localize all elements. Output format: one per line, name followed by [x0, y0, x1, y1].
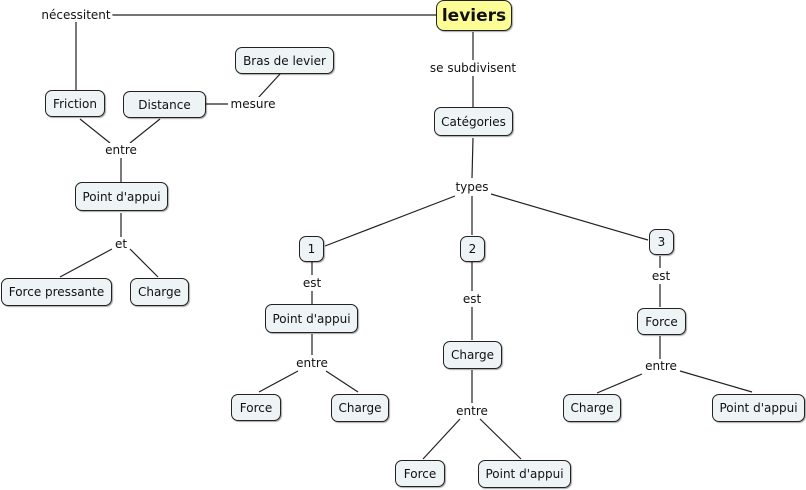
concept-bras-de-levier[interactable]: Bras de levier [235, 47, 334, 74]
link-et: et [112, 237, 130, 251]
concept-type2-point-appui[interactable]: Point d'appui [478, 460, 571, 488]
concept-distance[interactable]: Distance [123, 91, 206, 118]
concept-friction[interactable]: Friction [45, 90, 105, 117]
concept-force-pressante[interactable]: Force pressante [1, 278, 112, 306]
concept-type1-charge[interactable]: Charge [331, 394, 389, 422]
link-est-2: est [460, 292, 484, 306]
link-entre-3: entre [643, 359, 679, 373]
concept-type-3[interactable]: 3 [649, 229, 674, 255]
concept-type1-point-appui[interactable]: Point d'appui [265, 304, 358, 333]
concept-type-2[interactable]: 2 [460, 236, 485, 262]
link-types: types [453, 180, 491, 194]
concept-type2-force[interactable]: Force [395, 460, 445, 487]
concept-type3-point-appui[interactable]: Point d'appui [712, 394, 805, 422]
link-se-subdivisent: se subdivisent [427, 61, 519, 75]
concept-type1-force[interactable]: Force [231, 394, 281, 421]
concept-point-appui[interactable]: Point d'appui [75, 182, 168, 211]
concept-type3-force[interactable]: Force [637, 308, 686, 335]
concept-type3-charge[interactable]: Charge [563, 394, 621, 422]
link-necessitent: nécessitent [39, 8, 113, 22]
link-entre-2: entre [454, 404, 490, 418]
concept-charge[interactable]: Charge [130, 278, 189, 306]
link-mesure: mesure [228, 97, 278, 111]
concept-type-1[interactable]: 1 [299, 236, 324, 262]
concept-type2-charge[interactable]: Charge [443, 341, 502, 369]
link-est-3: est [649, 269, 673, 283]
link-entre: entre [103, 143, 139, 157]
concept-leviers[interactable]: leviers [436, 0, 512, 31]
link-est-1: est [300, 276, 324, 290]
concept-categories[interactable]: Catégories [434, 107, 513, 136]
link-entre-1: entre [294, 356, 330, 370]
